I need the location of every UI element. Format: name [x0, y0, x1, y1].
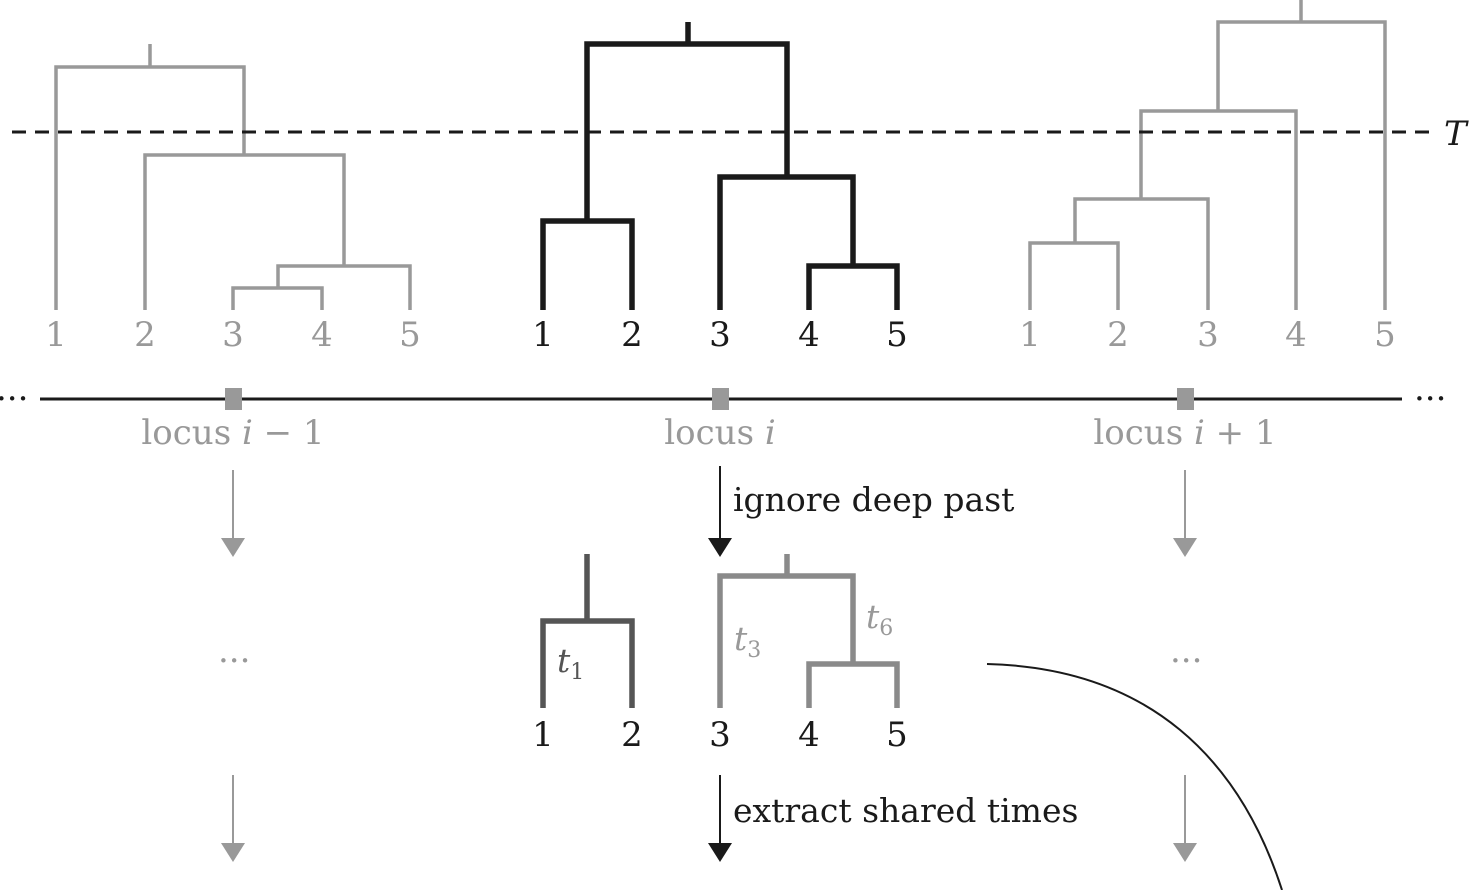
ellipsis-right: ...	[1170, 631, 1202, 671]
step-extract-shared-times: extract shared times	[733, 791, 1078, 830]
tree-branch	[717, 174, 856, 310]
leaf-label: 2	[621, 715, 643, 755]
time-label-t1: t1	[557, 641, 584, 685]
arrow-black	[708, 775, 732, 862]
arrow-gray	[221, 470, 245, 557]
leaf-label: 3	[709, 715, 731, 755]
tree-branch	[1139, 109, 1298, 310]
right-ellipsis: ...	[1414, 369, 1446, 409]
leaf-label: 2	[134, 315, 156, 355]
right-tree-leaf-labels: 1 2 3 4 5	[1019, 315, 1396, 355]
leaf-label: 4	[798, 715, 820, 755]
locus-marker	[1177, 388, 1194, 410]
threshold-label: T	[1444, 114, 1469, 154]
ellipsis-left: ...	[218, 631, 250, 671]
truncated-leaf-labels: 1 2 3 4 5	[532, 715, 908, 755]
tree-locus-i	[540, 22, 900, 310]
connector-curve	[986, 663, 1283, 890]
leaf-label: 1	[532, 315, 554, 355]
locus-marker	[225, 388, 242, 410]
leaf-label: 4	[311, 315, 333, 355]
locus-label: locus i + 1	[1093, 413, 1276, 453]
leaf-label: 2	[621, 315, 643, 355]
tree-locus-i-minus-1	[54, 44, 412, 310]
leaf-label: 1	[532, 715, 554, 755]
tree-branch	[231, 286, 324, 310]
arrow-gray	[1173, 775, 1197, 862]
leaf-label: 3	[1197, 315, 1219, 355]
leaf-label: 1	[1019, 315, 1041, 355]
center-tree-leaf-labels: 1 2 3 4 5	[532, 315, 908, 355]
tree-locus-i-plus-1	[1028, 0, 1387, 310]
tree-branch	[1028, 241, 1120, 310]
leaf-label: 4	[1285, 315, 1307, 355]
leaf-label: 5	[886, 315, 908, 355]
leaf-label: 5	[1374, 315, 1396, 355]
leaf-label: 4	[798, 315, 820, 355]
step-ignore-deep-past: ignore deep past	[733, 480, 1014, 519]
truncated-tree-3-4-5	[717, 554, 900, 708]
tree-branch	[540, 218, 635, 310]
locus-marker	[712, 388, 729, 410]
leaf-label: 3	[709, 315, 731, 355]
locus-label: locus i	[664, 413, 775, 453]
leaf-label: 3	[222, 315, 244, 355]
leaf-label: 2	[1107, 315, 1129, 355]
leaf-label: 5	[399, 315, 421, 355]
tree-branch	[806, 661, 900, 708]
arrow-gray	[221, 775, 245, 862]
truncated-tree-1-2	[540, 554, 635, 708]
tree-branch	[806, 263, 900, 310]
leaf-label: 5	[886, 715, 908, 755]
leaf-label: 1	[45, 315, 67, 355]
tree-branch	[1216, 20, 1387, 310]
left-ellipsis: ...	[0, 369, 28, 409]
time-label-t6: t6	[866, 597, 893, 641]
tree-branch	[1073, 197, 1210, 310]
tree-branch	[54, 65, 246, 310]
arrow-black	[708, 466, 732, 557]
tree-branch	[143, 153, 346, 310]
tree-branch	[276, 264, 412, 310]
locus-label: locus i − 1	[141, 413, 324, 453]
arrow-gray	[1173, 470, 1197, 557]
left-tree-leaf-labels: 1 2 3 4 5	[45, 315, 421, 355]
time-label-t3: t3	[734, 619, 761, 663]
